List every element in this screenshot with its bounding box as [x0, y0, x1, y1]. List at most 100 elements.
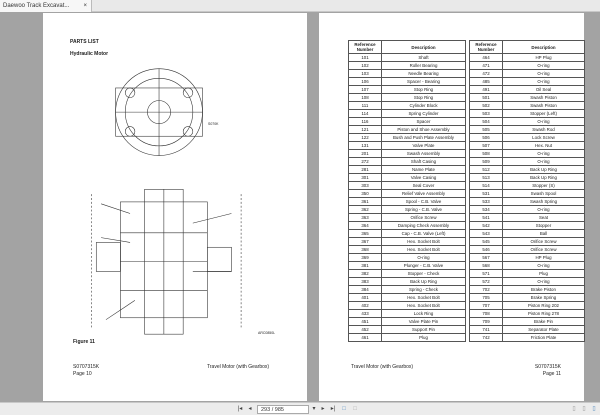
cell-desc: Swash Piston — [502, 101, 585, 110]
cell-desc: Lock Ring — [381, 309, 466, 318]
page-number-input[interactable]: 293 / 985 — [257, 405, 309, 414]
page-number: Page 11 — [542, 371, 561, 377]
cell-desc: Separator Plate — [502, 325, 585, 334]
single-page-icon[interactable]: ▯ — [572, 406, 576, 412]
close-tab-icon[interactable]: × — [83, 3, 87, 9]
cell-desc: Spool - C.B. Valve — [381, 197, 466, 206]
first-page-icon[interactable]: |◂ — [237, 406, 243, 412]
cell-ref: 452 — [348, 325, 382, 334]
cell-desc: Spacer — [381, 117, 466, 126]
cell-ref: 106 — [348, 77, 382, 86]
cell-desc: Swash Spool — [502, 189, 585, 198]
cell-desc: Stop Ring — [381, 93, 466, 102]
cell-desc: Spring Cylinder — [381, 109, 466, 118]
cell-desc: HP Plug — [502, 53, 585, 62]
cell-desc: Stopper (Left) — [502, 109, 585, 118]
cell-desc: Piston and Shoe Assembly — [381, 125, 466, 134]
cell-ref: 485 — [469, 77, 503, 86]
drawing-label: S070K — [208, 122, 219, 126]
cell-desc: Shaft — [381, 53, 466, 62]
cell-desc: Spacer - Bearing — [381, 77, 466, 86]
cell-desc: Stopper — [502, 221, 585, 230]
cell-ref: 741 — [469, 325, 503, 334]
left-page: PARTS LIST Hydraulic Motor S070K ARC0850… — [43, 13, 307, 401]
cell-ref: 502 — [469, 101, 503, 110]
next-page-icon[interactable]: ▸ — [321, 406, 325, 412]
last-page-icon[interactable]: ▸| — [330, 406, 336, 412]
cell-ref: 461 — [348, 333, 382, 342]
cell-ref: 301 — [348, 173, 382, 182]
cell-desc: O-ring — [502, 277, 585, 286]
two-page-icon[interactable]: ▯ — [592, 406, 596, 412]
cell-desc: Name Plate — [381, 165, 466, 174]
cell-desc: Hex. Socket Bolt — [381, 245, 466, 254]
cell-desc: Swash Piston — [502, 93, 585, 102]
tab-bar: Daewoo Track Excavat...× — [0, 0, 600, 12]
cell-desc: Shaft Casing — [381, 157, 466, 166]
cell-desc: O-ring — [502, 261, 585, 270]
cell-ref: 362 — [348, 205, 382, 214]
cell-ref: 709 — [469, 317, 503, 326]
cell-desc: Swash Rod — [502, 125, 585, 134]
cell-desc: Stopper (S) — [502, 181, 585, 190]
page-number: Page 10 — [73, 371, 92, 377]
prev-page-icon[interactable]: ◂ — [248, 406, 252, 412]
hydraulic-motor-drawing — [91, 68, 242, 335]
footer-title: Travel Motor (with Gearbox) — [351, 364, 414, 370]
document-tab[interactable]: Daewoo Track Excavat...× — [0, 0, 92, 12]
cell-ref: 508 — [469, 149, 503, 158]
cell-desc: O-ring — [502, 69, 585, 78]
cell-ref: 350 — [348, 189, 382, 198]
cell-ref: 742 — [469, 333, 503, 342]
fit-width-icon[interactable]: □ — [353, 406, 357, 412]
cell-ref: 546 — [469, 245, 503, 254]
cell-desc: Stop Ring — [381, 85, 466, 94]
cell-ref: 707 — [469, 301, 503, 310]
cell-desc: Swash Spring — [502, 197, 585, 206]
cell-desc: O-ring — [502, 117, 585, 126]
bottom-toolbar: |◂ ◂ 293 / 985 ▾ ▸ ▸| □ □ ▯ ▯ ▯ — [0, 402, 600, 415]
cell-ref: 514 — [469, 181, 503, 190]
cell-desc: Hex. Socket Bolt — [381, 237, 466, 246]
cell-ref: 503 — [469, 109, 503, 118]
cell-desc: Hex. Socket Bolt — [381, 293, 466, 302]
fit-page-icon[interactable]: □ — [342, 406, 346, 412]
cell-ref: 382 — [348, 269, 382, 278]
page-dropdown-icon[interactable]: ▾ — [312, 406, 316, 412]
header-ref: Reference Number — [348, 40, 382, 54]
drawing-code: ARC0850L — [258, 331, 276, 335]
continuous-icon[interactable]: ▯ — [582, 406, 586, 412]
cell-desc: Valve Casing — [381, 173, 466, 182]
footer-title: Travel Motor (with Gearbox) — [207, 364, 270, 370]
cell-ref: 507 — [469, 141, 503, 150]
cell-ref: 572 — [469, 277, 503, 286]
cell-ref: 571 — [469, 269, 503, 278]
cell-ref: 705 — [469, 293, 503, 302]
cell-ref: 369 — [348, 253, 382, 262]
cell-ref: 451 — [348, 317, 382, 326]
cell-desc: O-ring — [502, 61, 585, 70]
